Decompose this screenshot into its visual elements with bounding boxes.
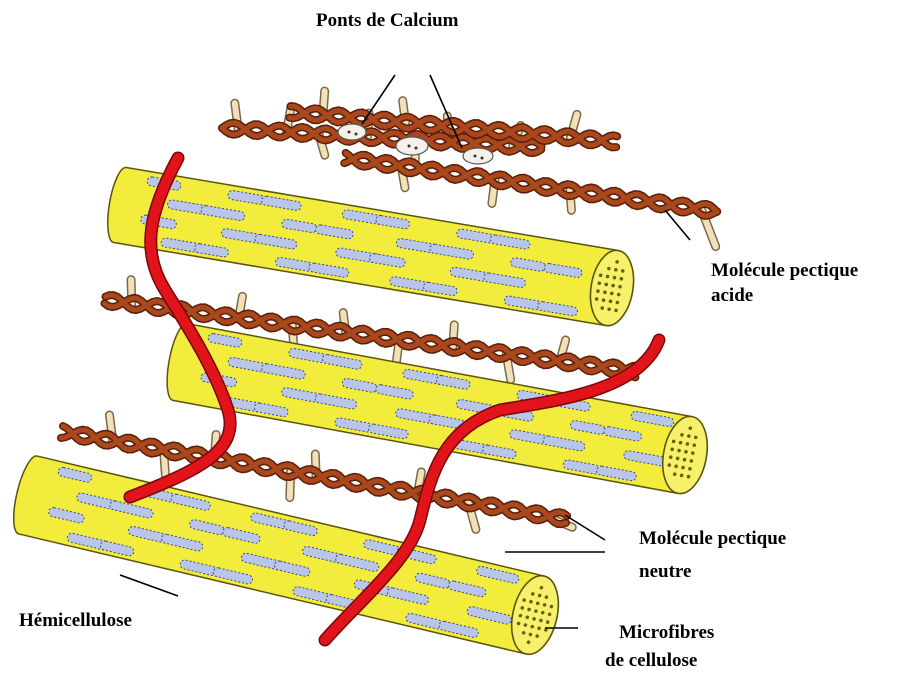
calcium-bridge bbox=[338, 124, 366, 140]
calcium-ion-dot bbox=[355, 133, 358, 136]
calcium-ion-dot bbox=[408, 145, 411, 148]
calcium-bridge bbox=[463, 148, 493, 164]
cellulose-label-line1: Microfibres bbox=[619, 620, 714, 645]
leader-line bbox=[120, 575, 178, 596]
calcium-bridge bbox=[396, 137, 428, 155]
calcium-ion-dot bbox=[481, 157, 484, 160]
calcium-ion-dot bbox=[474, 155, 477, 158]
calcium-ion-dot bbox=[415, 147, 418, 150]
hemicellulose-label: Hémicellulose bbox=[19, 608, 132, 633]
acidic-pectin-label-line1: Molécule pectique bbox=[711, 258, 858, 283]
calcium-ion-dot bbox=[348, 131, 351, 134]
cellulose-microfibrils bbox=[8, 166, 713, 659]
calcium-bridges-label: Ponts de Calcium bbox=[316, 8, 459, 33]
neutral-pectin-label-line2: neutre bbox=[639, 559, 691, 584]
acidic-pectin-label-line2: acide bbox=[711, 283, 753, 308]
cellulose-label-line2: de cellulose bbox=[605, 648, 697, 673]
neutral-pectin-label-line1: Molécule pectique bbox=[639, 526, 786, 551]
